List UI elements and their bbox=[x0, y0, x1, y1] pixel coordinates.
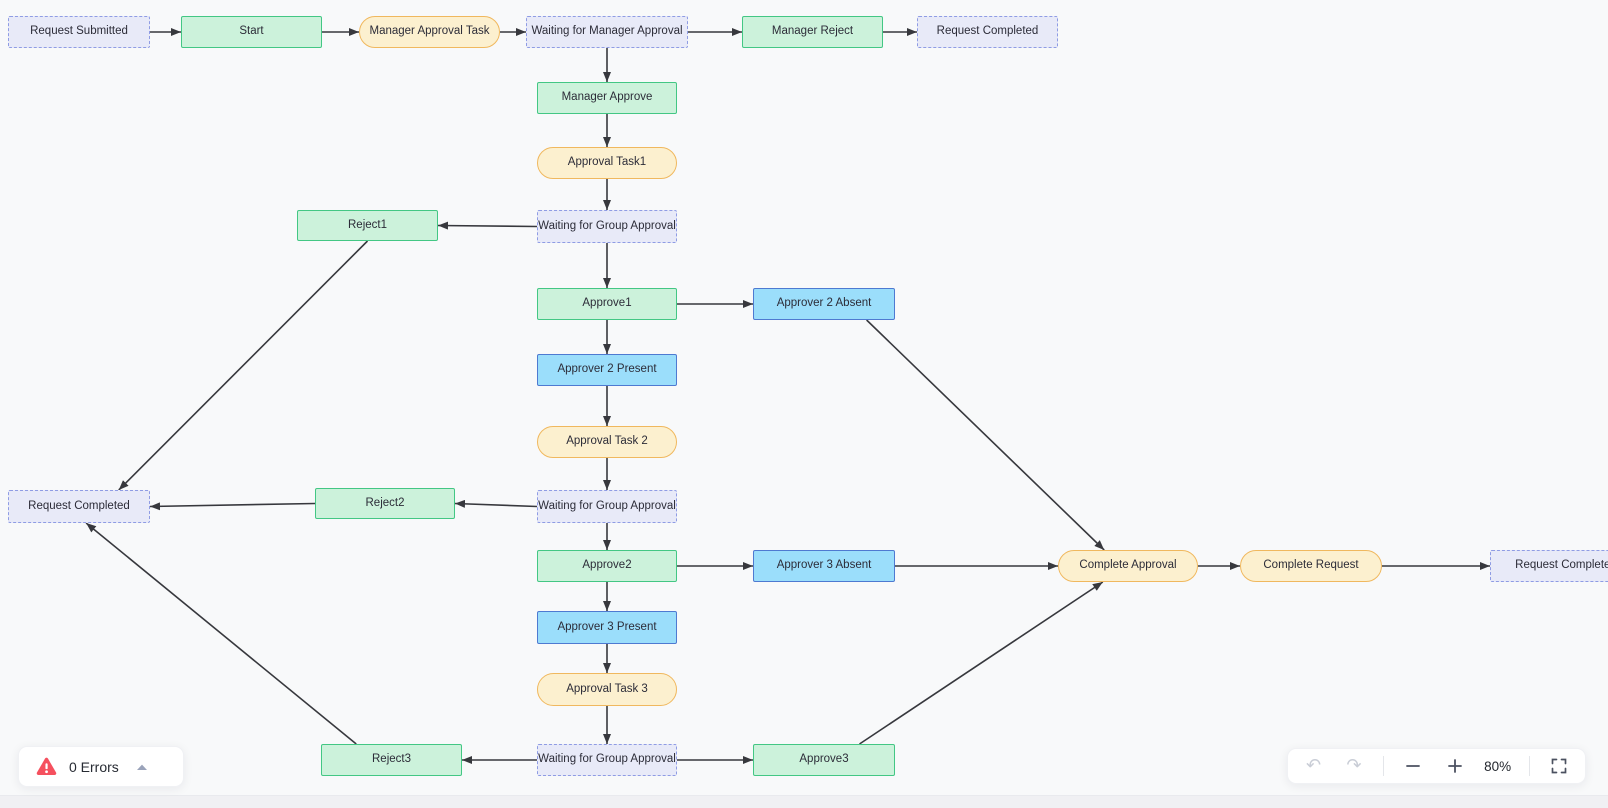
node-complete-approval[interactable]: Complete Approval bbox=[1058, 550, 1198, 582]
node-label: Approver 2 Absent bbox=[776, 297, 872, 310]
node-approve-2[interactable]: Approve2 bbox=[537, 550, 677, 582]
node-label: Approve1 bbox=[582, 297, 632, 310]
node-label: Start bbox=[239, 25, 264, 38]
node-label: Reject2 bbox=[365, 496, 405, 509]
node-label: Request Completed bbox=[1515, 559, 1608, 572]
fullscreen-icon bbox=[1551, 758, 1567, 774]
canvas-bottom-edge bbox=[0, 795, 1608, 808]
zoom-out-button[interactable] bbox=[1401, 756, 1425, 776]
node-manager-approval-task[interactable]: Manager Approval Task bbox=[359, 16, 500, 48]
node-approver-2-present[interactable]: Approver 2 Present bbox=[537, 354, 677, 386]
node-label: Approval Task 2 bbox=[566, 435, 648, 448]
node-approve-1[interactable]: Approve1 bbox=[537, 288, 677, 320]
plus-icon bbox=[1447, 759, 1462, 773]
node-label: Approver 3 Present bbox=[557, 620, 657, 633]
toolbar-divider bbox=[1382, 756, 1384, 776]
undo-button[interactable]: ↶ bbox=[1302, 755, 1325, 777]
node-label: Manager Approve bbox=[561, 91, 653, 104]
warning-triangle-icon bbox=[36, 757, 57, 775]
node-reject-2[interactable]: Reject2 bbox=[315, 488, 455, 519]
node-waiting-for-group-approval-3[interactable]: Waiting for Group Approval bbox=[537, 744, 677, 776]
error-count-label: 0 Errors bbox=[69, 758, 119, 775]
node-approver-2-absent[interactable]: Approver 2 Absent bbox=[753, 288, 895, 320]
node-start[interactable]: Start bbox=[181, 16, 322, 48]
toolbar-divider bbox=[1528, 756, 1530, 776]
node-label: Request Submitted bbox=[30, 25, 128, 38]
node-approve-3[interactable]: Approve3 bbox=[753, 744, 895, 776]
node-label: Approve2 bbox=[582, 559, 632, 572]
edge-waiting-for-group-approval-2--reject-2 bbox=[454, 499, 538, 508]
zoom-toolbar: ↶ ↷ 80% bbox=[1287, 748, 1586, 784]
node-approval-task-2[interactable]: Approval Task 2 bbox=[537, 426, 677, 458]
node-approval-task-1[interactable]: Approval Task1 bbox=[537, 147, 677, 179]
node-request-submitted[interactable]: Request Submitted bbox=[8, 16, 150, 48]
node-label: Approval Task 3 bbox=[566, 682, 648, 695]
node-label: Waiting for Group Approval bbox=[538, 499, 676, 512]
node-reject-1[interactable]: Reject1 bbox=[297, 210, 438, 241]
node-label: Manager Reject bbox=[771, 25, 854, 38]
node-label: Approver 2 Present bbox=[557, 363, 657, 376]
node-waiting-for-group-approval-2[interactable]: Waiting for Group Approval bbox=[537, 490, 677, 523]
node-reject-3[interactable]: Reject3 bbox=[321, 744, 462, 776]
edge-approver-2-absent--complete-approval bbox=[866, 319, 1105, 551]
node-label: Reject1 bbox=[348, 218, 387, 231]
node-label: Reject3 bbox=[372, 753, 411, 766]
node-label: Complete Request bbox=[1263, 559, 1359, 572]
undo-icon: ↶ bbox=[1306, 755, 1322, 776]
fullscreen-button[interactable] bbox=[1547, 756, 1571, 776]
edge-reject-2--request-completed-left bbox=[149, 502, 316, 511]
node-label: Approve3 bbox=[799, 753, 849, 766]
node-label: Manager Approval Task bbox=[369, 25, 490, 38]
node-request-completed-top[interactable]: Request Completed bbox=[917, 16, 1058, 48]
edge-waiting-for-group-approval-1--reject-1 bbox=[437, 221, 538, 230]
edge-reject-3--request-completed-left bbox=[85, 522, 357, 745]
node-manager-reject[interactable]: Manager Reject bbox=[742, 16, 883, 48]
node-waiting-for-group-approval-1[interactable]: Waiting for Group Approval bbox=[537, 210, 677, 243]
zoom-in-button[interactable] bbox=[1443, 756, 1467, 776]
edge-reject-1--request-completed-left bbox=[118, 240, 369, 491]
node-request-completed-right[interactable]: Request Completed bbox=[1490, 550, 1608, 582]
node-label: Waiting for Group Approval bbox=[538, 219, 676, 232]
redo-icon: ↷ bbox=[1346, 755, 1362, 776]
minus-icon bbox=[1406, 765, 1421, 767]
chevron-up-icon[interactable] bbox=[136, 763, 148, 771]
node-manager-approve[interactable]: Manager Approve bbox=[537, 82, 677, 114]
node-label: Request Completed bbox=[936, 25, 1039, 38]
zoom-level: 80% bbox=[1484, 758, 1512, 774]
node-approver-3-present[interactable]: Approver 3 Present bbox=[537, 611, 677, 644]
node-waiting-for-manager-approval[interactable]: Waiting for Manager Approval bbox=[526, 16, 688, 48]
redo-button[interactable]: ↷ bbox=[1342, 755, 1365, 777]
node-approver-3-absent[interactable]: Approver 3 Absent bbox=[753, 550, 895, 582]
edge-approve-3--complete-approval bbox=[859, 581, 1104, 745]
node-complete-request[interactable]: Complete Request bbox=[1240, 550, 1382, 582]
node-label: Approval Task1 bbox=[567, 156, 647, 169]
node-request-completed-left[interactable]: Request Completed bbox=[8, 490, 150, 523]
node-label: Request Completed bbox=[28, 499, 130, 512]
node-label: Waiting for Manager Approval bbox=[531, 25, 683, 38]
error-panel[interactable]: 0 Errors bbox=[18, 746, 184, 787]
node-approval-task-3[interactable]: Approval Task 3 bbox=[537, 673, 677, 706]
node-label: Waiting for Group Approval bbox=[538, 753, 676, 766]
node-label: Approver 3 Absent bbox=[776, 559, 872, 572]
node-label: Complete Approval bbox=[1079, 559, 1177, 572]
